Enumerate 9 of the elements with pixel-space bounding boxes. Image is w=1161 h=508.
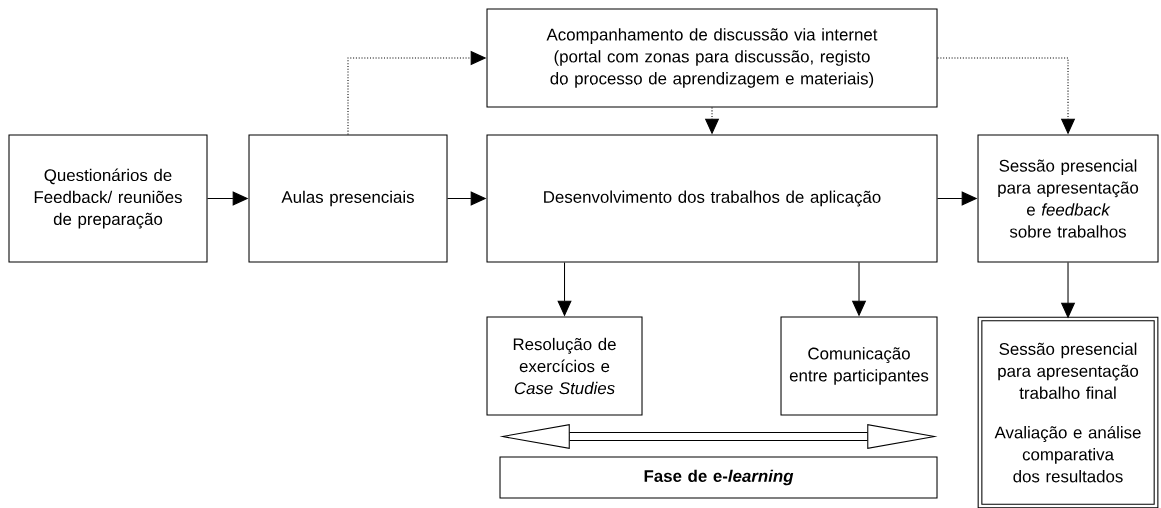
process-box: Aulas presenciais	[248, 134, 448, 263]
process-box: Acompanhamento de discussão via internet (portal com zonas para discussão, registo do processo de aprendizagem e materiais)	[486, 8, 938, 108]
process-box: Questionários de Feedback/ reuniões de preparação	[8, 134, 208, 263]
double-border-box: Sessão presencial para apresentação trabalho final Avaliação e análise comparativa dos resultados	[977, 316, 1159, 508]
process-box: Comunicação entre participantes	[780, 316, 938, 416]
phase-box: Fase de e-learning	[499, 456, 938, 499]
process-box: Resolução de exercícios e Case Studies	[486, 316, 643, 416]
process-box: Desenvolvimento dos trabalhos de aplicação	[486, 134, 938, 263]
process-box: Sessão presencial para apresentação e feedback sobre trabalhos	[977, 134, 1159, 263]
